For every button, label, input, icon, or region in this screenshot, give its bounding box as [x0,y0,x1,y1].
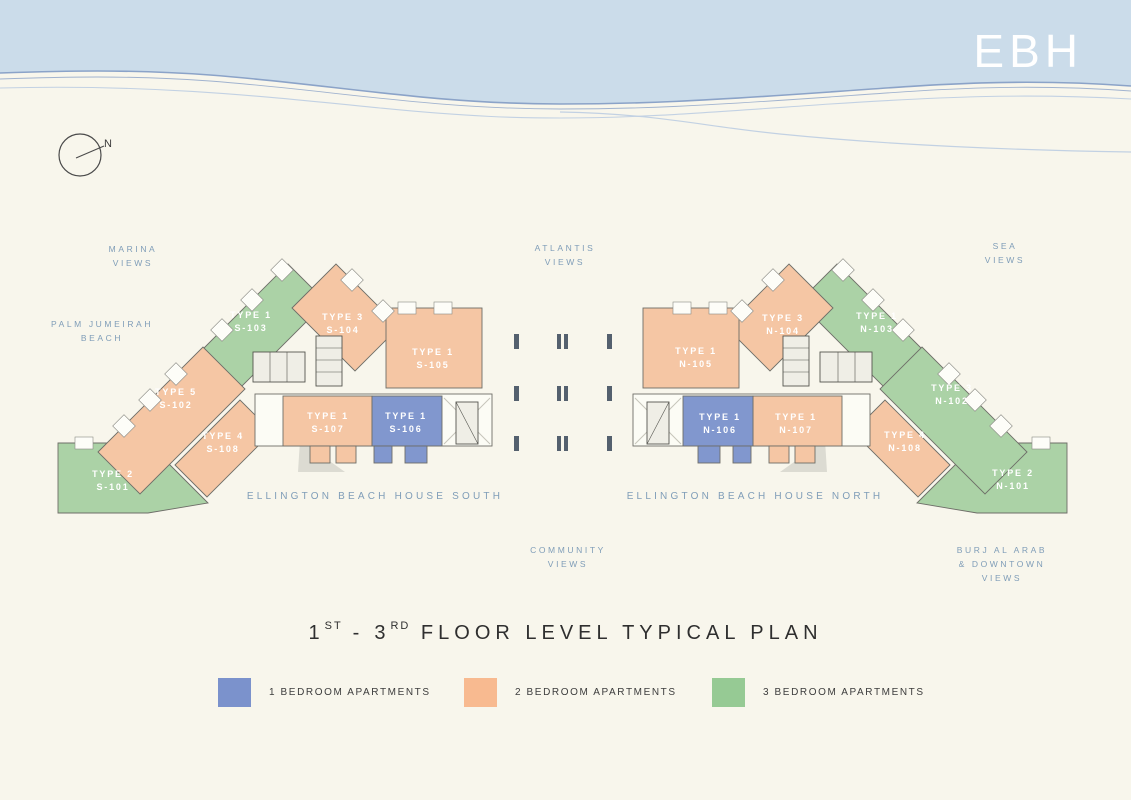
legend-label-1-bedroom: 1 BEDROOM APARTMENTS [269,687,431,698]
unit-n102-shape [879,346,1028,495]
legend-item-1-bedroom: 1 BEDROOM APARTMENTS [218,678,431,707]
view-label-atlantis: ATLANTIS VIEWS [534,243,596,267]
view-label-marina: MARINA VIEWS [108,244,158,268]
legend-label-3-bedroom: 3 BEDROOM APARTMENTS [763,687,925,698]
legend-swatch-1-bedroom [218,678,251,707]
page-title: 1ST-3RD FLOOR LEVEL TYPICAL PLAN [308,620,823,644]
view-label-palm-jumeirah: PALM JUMEIRAH BEACH [50,319,154,343]
site-column-marks [514,334,612,451]
legend-swatch-3-bedroom [712,678,745,707]
building-south-label: ELLINGTON BEACH HOUSE SOUTH [246,491,504,502]
legend-item-3-bedroom: 3 BEDROOM APARTMENTS [712,678,925,707]
view-label-sea: SEA VIEWS [984,241,1026,265]
header-wave [0,0,1131,153]
building-south-shapes [57,258,493,514]
legend-label-2-bedroom: 2 BEDROOM APARTMENTS [515,687,677,698]
compass-icon [58,133,105,177]
view-label-community: COMMUNITY VIEWS [530,545,606,569]
unit-s102-shape [97,346,246,495]
compass-north-label: N [104,138,113,150]
building-north-shapes [632,258,1068,514]
building-north-label: ELLINGTON BEACH HOUSE NORTH [626,491,884,502]
ebh-logo: EBH [973,25,1083,77]
legend-swatch-2-bedroom [464,678,497,707]
view-label-burj: BURJ AL ARAB & DOWNTOWN VIEWS [956,545,1048,583]
legend-item-2-bedroom: 2 BEDROOM APARTMENTS [464,678,677,707]
